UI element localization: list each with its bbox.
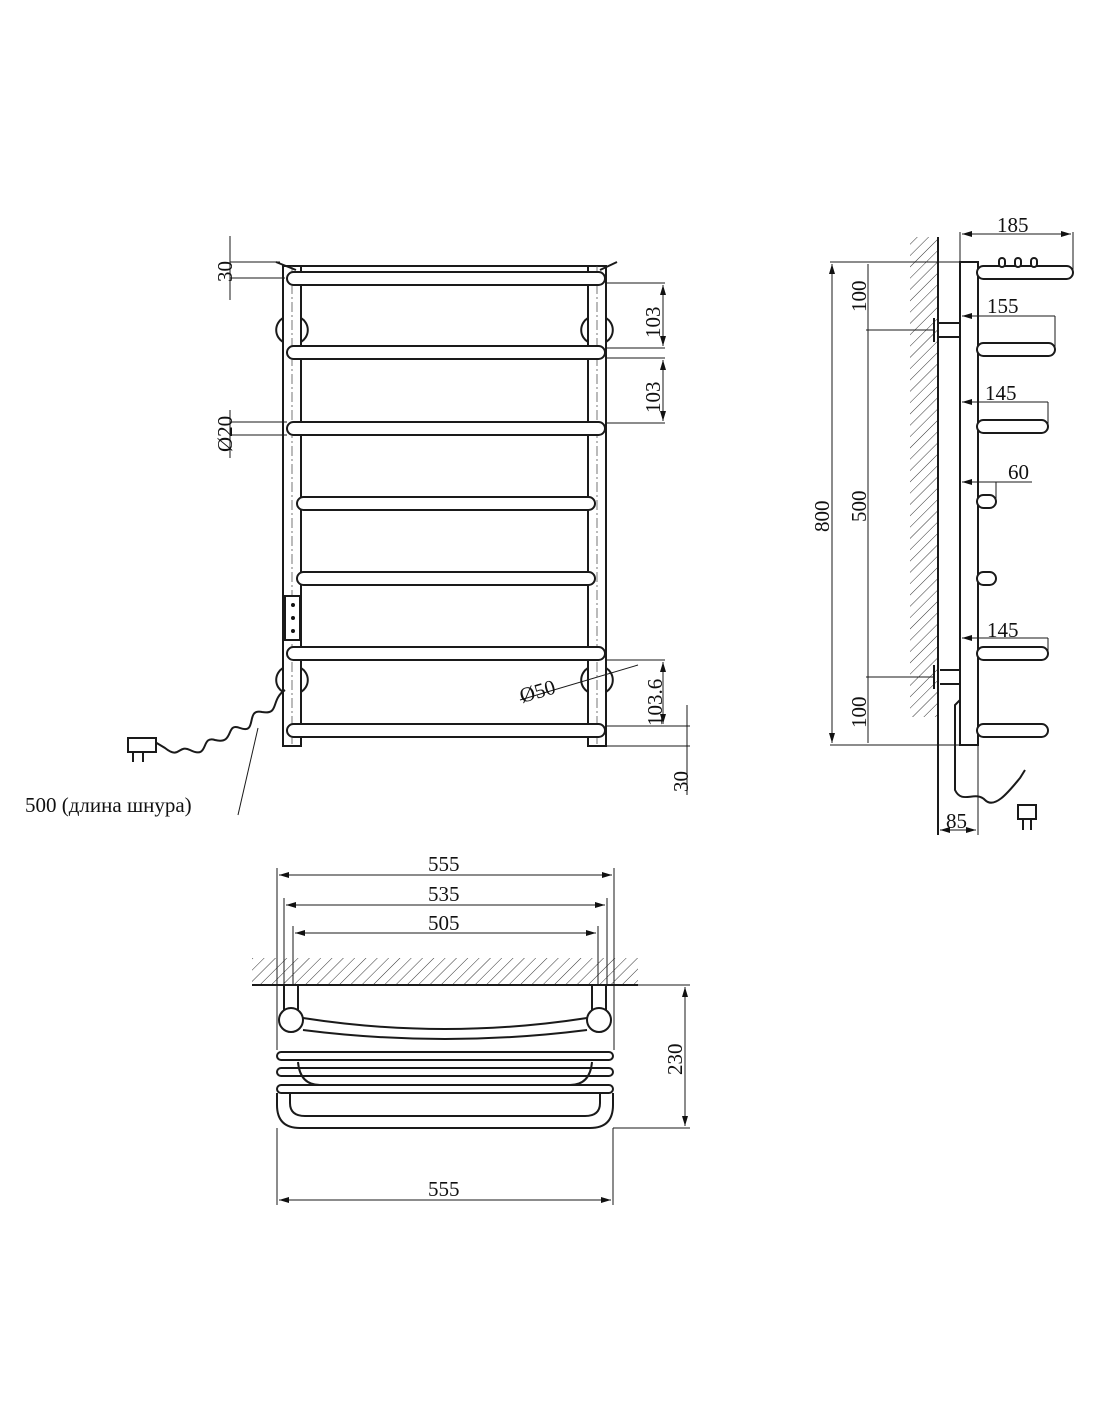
dim-rail-spacing-1: 103 bbox=[641, 307, 665, 339]
dim-depth-rail2: 155 bbox=[987, 294, 1019, 318]
side-rail bbox=[976, 265, 1074, 280]
side-view: 185 155 145 60 145 800 500 100 100 85 bbox=[810, 213, 1074, 835]
dim-width-overall: 555 bbox=[428, 852, 460, 876]
side-plug bbox=[1017, 804, 1037, 820]
dim-rail-spacing-bottom: 103.6 bbox=[643, 679, 667, 726]
dim-width-bottom: 555 bbox=[428, 1177, 460, 1201]
side-rail bbox=[976, 419, 1049, 434]
cord-length-label: 500 (длина шнура) bbox=[25, 793, 192, 817]
dim-depth-short: 60 bbox=[1008, 460, 1029, 484]
side-power-cord bbox=[954, 699, 1026, 804]
dim-total-height: 800 bbox=[810, 501, 834, 533]
top-view: 555 535 505 230 555 bbox=[252, 852, 690, 1205]
side-rail bbox=[976, 494, 997, 509]
side-rail bbox=[976, 571, 997, 586]
rail bbox=[296, 496, 596, 511]
side-rail bbox=[976, 342, 1056, 357]
dim-bracket-diameter: Ø50 bbox=[517, 675, 558, 708]
wall-hatch bbox=[910, 237, 938, 717]
front-view: 30 Ø20 103 103 Ø50 103.6 30 500 (длина ш… bbox=[25, 236, 693, 817]
top-wall-brackets bbox=[275, 317, 614, 343]
rail bbox=[286, 723, 606, 738]
rails bbox=[286, 271, 606, 738]
rail bbox=[286, 646, 606, 661]
side-rail bbox=[976, 723, 1049, 738]
dim-depth-rail3: 145 bbox=[985, 381, 1017, 405]
power-cord bbox=[154, 689, 286, 754]
diameter-leader bbox=[519, 664, 639, 701]
side-rail bbox=[976, 646, 1049, 661]
dim-tube-diameter: Ø20 bbox=[213, 416, 237, 452]
dim-depth: 230 bbox=[663, 1044, 687, 1076]
rail bbox=[286, 271, 606, 286]
dim-depth-top: 185 bbox=[997, 213, 1029, 237]
right-post bbox=[586, 1007, 612, 1033]
rail bbox=[286, 421, 606, 436]
dim-bottom-offset: 30 bbox=[669, 771, 693, 792]
side-panel bbox=[959, 261, 979, 746]
dim-rail-spacing-2: 103 bbox=[641, 382, 665, 414]
dim-bottom-mount: 100 bbox=[847, 697, 871, 729]
left-post bbox=[278, 1007, 304, 1033]
dim-top-mount: 100 bbox=[847, 281, 871, 313]
dim-width-stiles: 535 bbox=[428, 882, 460, 906]
dim-width-mounts: 505 bbox=[428, 911, 460, 935]
plug bbox=[127, 737, 157, 753]
bottom-wall-brackets bbox=[275, 667, 614, 693]
rail bbox=[286, 345, 606, 360]
top-wall-hatch bbox=[252, 958, 638, 985]
dim-mount-spacing: 500 bbox=[847, 491, 871, 523]
bottom-u-rail bbox=[276, 1093, 614, 1129]
top-hooks bbox=[275, 261, 618, 271]
dim-depth-rail6: 145 bbox=[987, 618, 1019, 642]
dim-wall-offset: 85 bbox=[946, 809, 967, 833]
dim-top-offset: 30 bbox=[213, 261, 237, 282]
rail bbox=[296, 571, 596, 586]
